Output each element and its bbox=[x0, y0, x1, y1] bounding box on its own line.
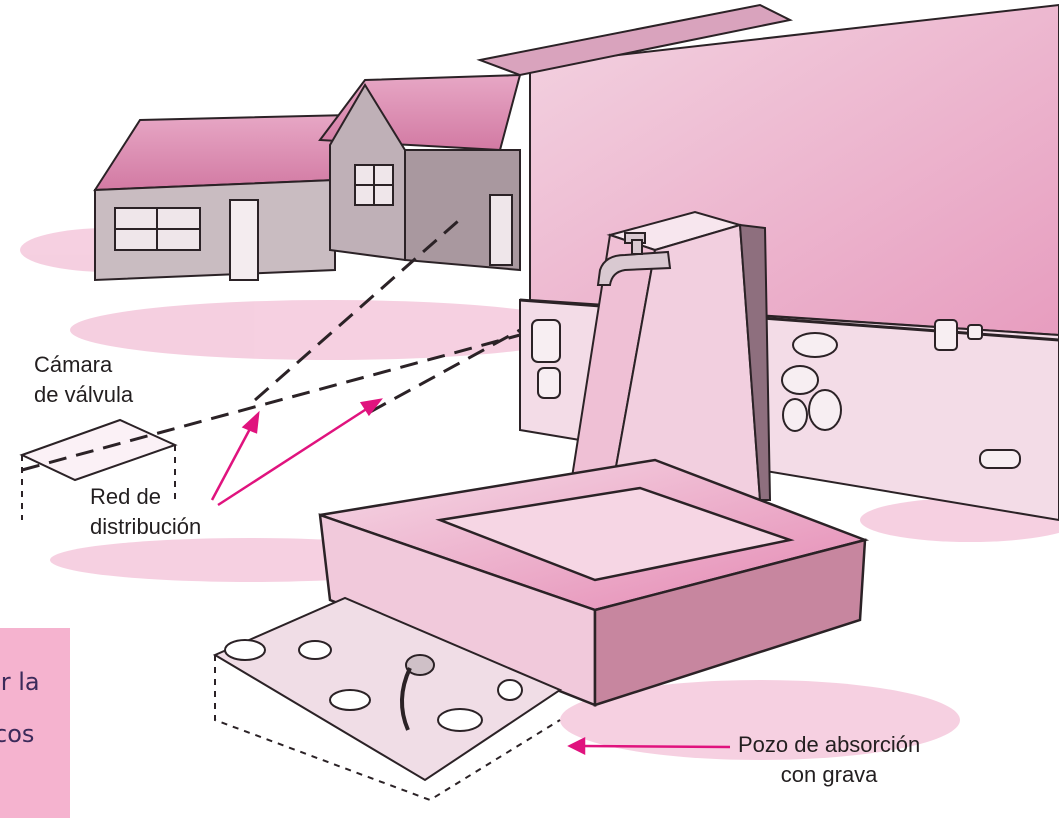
absorption-pit-label-line1: Pozo de absorción bbox=[738, 732, 921, 757]
absorption-pit-label: Pozo de absorción con grava bbox=[738, 730, 920, 790]
valve-chamber bbox=[19, 418, 178, 520]
basin bbox=[318, 458, 870, 707]
side-note-box: ar la cos bbox=[0, 628, 70, 818]
arrowhead-red-1 bbox=[241, 410, 260, 434]
wall-stones bbox=[531, 319, 1021, 469]
distribution-network bbox=[21, 213, 521, 472]
valve-chamber-label-line2: de válvula bbox=[34, 382, 134, 407]
valve-chamber-label-line1: Cámara bbox=[34, 352, 113, 377]
house-right bbox=[318, 73, 522, 272]
distribution-network-label-line2: distribución bbox=[90, 514, 202, 539]
distribution-network-label-line1: Red de bbox=[90, 484, 161, 509]
side-note-line2: cos bbox=[0, 720, 35, 748]
absorption-pit bbox=[212, 596, 563, 802]
arrow-pozo bbox=[581, 744, 731, 749]
water-stand bbox=[568, 210, 772, 522]
arrowhead-pozo bbox=[567, 736, 586, 756]
house-left bbox=[93, 113, 352, 282]
faucet-icon bbox=[596, 232, 672, 286]
leader-arrows bbox=[210, 398, 731, 756]
absorption-pit-label-line2: con grava bbox=[780, 762, 878, 787]
side-note-line1: ar la bbox=[0, 668, 40, 696]
arrow-red-1 bbox=[210, 424, 254, 501]
distribution-network-label: Red de distribución bbox=[90, 482, 201, 542]
valve-chamber-label: Cámara de válvula bbox=[34, 350, 133, 410]
arrow-red-2 bbox=[217, 406, 369, 507]
arrowhead-red-2 bbox=[359, 398, 383, 417]
